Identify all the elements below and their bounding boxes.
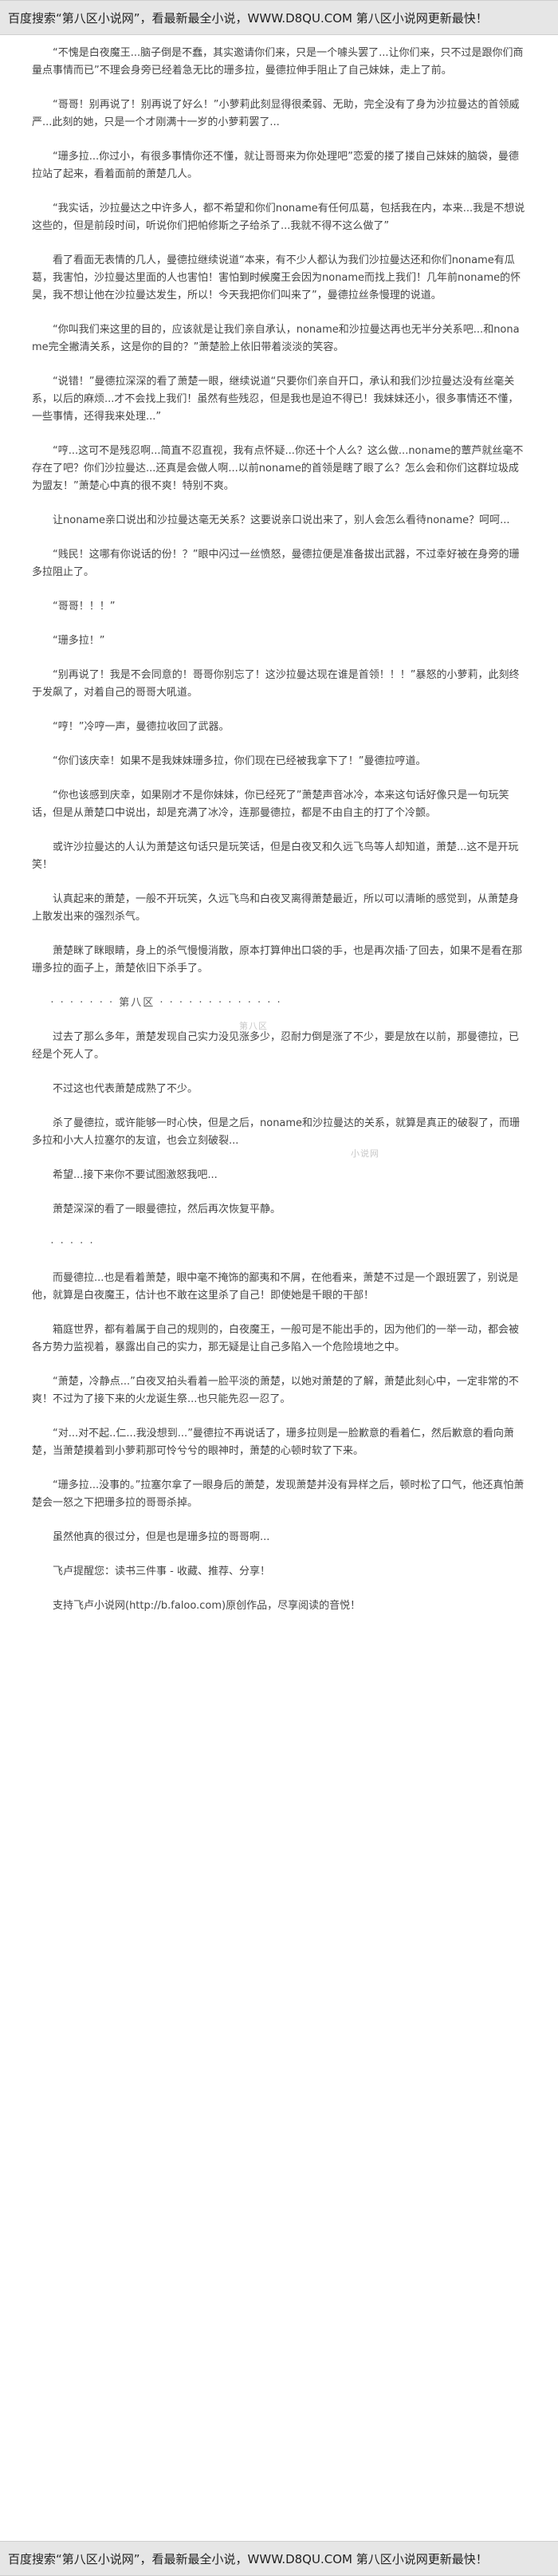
paragraph: 杀了曼德拉，或许能够一时心快，但是之后，noname和沙拉曼达的关系，就算是真正…: [32, 1117, 521, 1147]
watermark: 第八区: [239, 273, 268, 283]
paragraph: “你叫我们来这里的目的，应该就是让我们亲自承认，noname和沙拉曼达再也无半分…: [32, 324, 520, 353]
paragraph: “哥哥！！！”: [53, 601, 116, 612]
bottom-banner-text: 百度搜索“第八区小说网”，看最新最全小说，WWW.D8QU.COM 第八区小说网…: [8, 2552, 488, 2566]
paragraph: “珊多拉...你过小，有很多事情你还不懂，就让哥哥来为你处理吧”恋爱的搂了搂自己…: [32, 151, 519, 180]
scene-separator: · · · · · · · 第八区 · · · · · · · · · · · …: [50, 997, 282, 1009]
paragraph: “珊多拉...没事的。”拉塞尔拿了一眼身后的萧楚，发现萧楚并没有异样之后，顿时松…: [32, 1479, 525, 1509]
scene-separator: · · · · ·: [50, 1238, 95, 1250]
paragraph: 过去了那么多年，萧楚发现自己实力没见涨多少，忍耐力倒是涨了不少，要是放在以前，那…: [32, 1031, 520, 1061]
paragraph: 看了看面无表情的几人，曼德拉继续说道“本来，有不少人都认为我们沙拉曼达还和你们n…: [32, 254, 521, 301]
paragraph: “对...对不起..仁...我没想到...”曼德拉不再说话了，珊多拉则是一脸歉意…: [32, 1428, 514, 1457]
watermark: 第八区: [239, 1021, 268, 1031]
paragraph: 认真起来的萧楚，一般不开玩笑，久远飞鸟和白夜叉离得萧楚最近，所以可以清晰的感觉到…: [32, 893, 520, 923]
paragraph: 或许沙拉曼达的人认为萧楚这句话只是玩笑话，但是白夜叉和久远飞鸟等人却知道，萧楚.…: [32, 841, 519, 871]
paragraph: “你也该感到庆幸，如果刚才不是你妹妹，你已经死了”萧楚声音冰冷，本来这句话好像只…: [32, 790, 509, 819]
watermark: 小说网: [351, 1148, 379, 1159]
paragraph: “不愧是白夜魔王...脑子倒是不蠢，其实邀请你们来，只是一个噱头罢了...让你们…: [32, 47, 524, 77]
top-banner-text: 百度搜索“第八区小说网”，看最新最全小说，WWW.D8QU.COM 第八区小说网…: [8, 11, 488, 26]
paragraph: 箱庭世界，都有着属于自己的规则的，白夜魔王，一般可是不能出手的，因为他们的一举一…: [32, 1324, 520, 1353]
paragraph: 萧楚深深的看了一眼曼德拉，然后再次恢复平静。: [53, 1203, 281, 1215]
paragraph: 不过这也代表萧楚成熟了不少。: [53, 1083, 198, 1095]
paragraph: “哥哥！别再说了！别再说了好么！”小萝莉此刻显得很柔弱、无助，完全没有了身为沙拉…: [32, 99, 520, 128]
chapter-content: “不愧是白夜魔王...脑子倒是不蠢，其实邀请你们来，只是一个噱头罢了...让你们…: [0, 45, 558, 1632]
paragraph: “说错！”曼德拉深深的看了萧楚一眼，继续说道“只要你们亲自开口，承认和我们沙拉曼…: [32, 376, 519, 423]
reader-notice: 飞卢提醒您：读书三件事 - 收藏、推荐、分享！: [53, 1566, 270, 1578]
top-banner: 百度搜索“第八区小说网”，看最新最全小说，WWW.D8QU.COM 第八区小说网…: [0, 0, 558, 35]
bottom-banner: 百度搜索“第八区小说网”，看最新最全小说，WWW.D8QU.COM 第八区小说网…: [0, 2541, 558, 2576]
paragraph: 虽然他真的很过分，但是也是珊多拉的哥哥啊...: [53, 1531, 270, 1543]
paragraph: “贱民！这哪有你说话的份！？”眼中闪过一丝愤怒，曼德拉便是准备拔出武器，不过幸好…: [32, 549, 520, 578]
paragraph: “你们该庆幸！如果不是我妹妹珊多拉，你们现在已经被我拿下了！”曼德拉哼道。: [53, 755, 426, 767]
paragraph: “珊多拉！”: [53, 635, 105, 647]
paragraph: “哼！”冷哼一声，曼德拉收回了武器。: [53, 721, 230, 733]
paragraph: “哼...这可不是残忍啊...简直不忍直视，我有点怀疑...你还十个人么？这么做…: [32, 445, 524, 492]
paragraph: 希望...接下来你不要试图激怒我吧...: [53, 1169, 218, 1181]
paragraph: 让noname亲口说出和沙拉曼达毫无关系？这要说亲口说出来了，别人会怎么看待no…: [53, 514, 510, 526]
paragraph: “我实话，沙拉曼达之中许多人，都不希望和你们noname有任何瓜葛，包括我在内，…: [32, 203, 525, 232]
paragraph: “别再说了！我是不会同意的！哥哥你别忘了！这沙拉曼达现在谁是首领！！！”暴怒的小…: [32, 669, 520, 699]
paragraph: “萧楚，冷静点...”白夜叉拍头看着一脸平淡的萧楚，以她对萧楚的了解，萧楚此刻心…: [32, 1376, 519, 1405]
paragraph: 而曼德拉...也是看着萧楚，眼中毫不掩饰的鄙夷和不屑，在他看来，萧楚不过是一个跟…: [32, 1272, 519, 1302]
paragraph: 萧楚眯了眯眼睛，身上的杀气慢慢消散，原本打算伸出口袋的手，也是再次插·了回去，如…: [32, 945, 523, 975]
support-notice: 支持飞卢小说网(http://b.faloo.com)原创作品，尽享阅读的音悦！: [53, 1600, 361, 1612]
